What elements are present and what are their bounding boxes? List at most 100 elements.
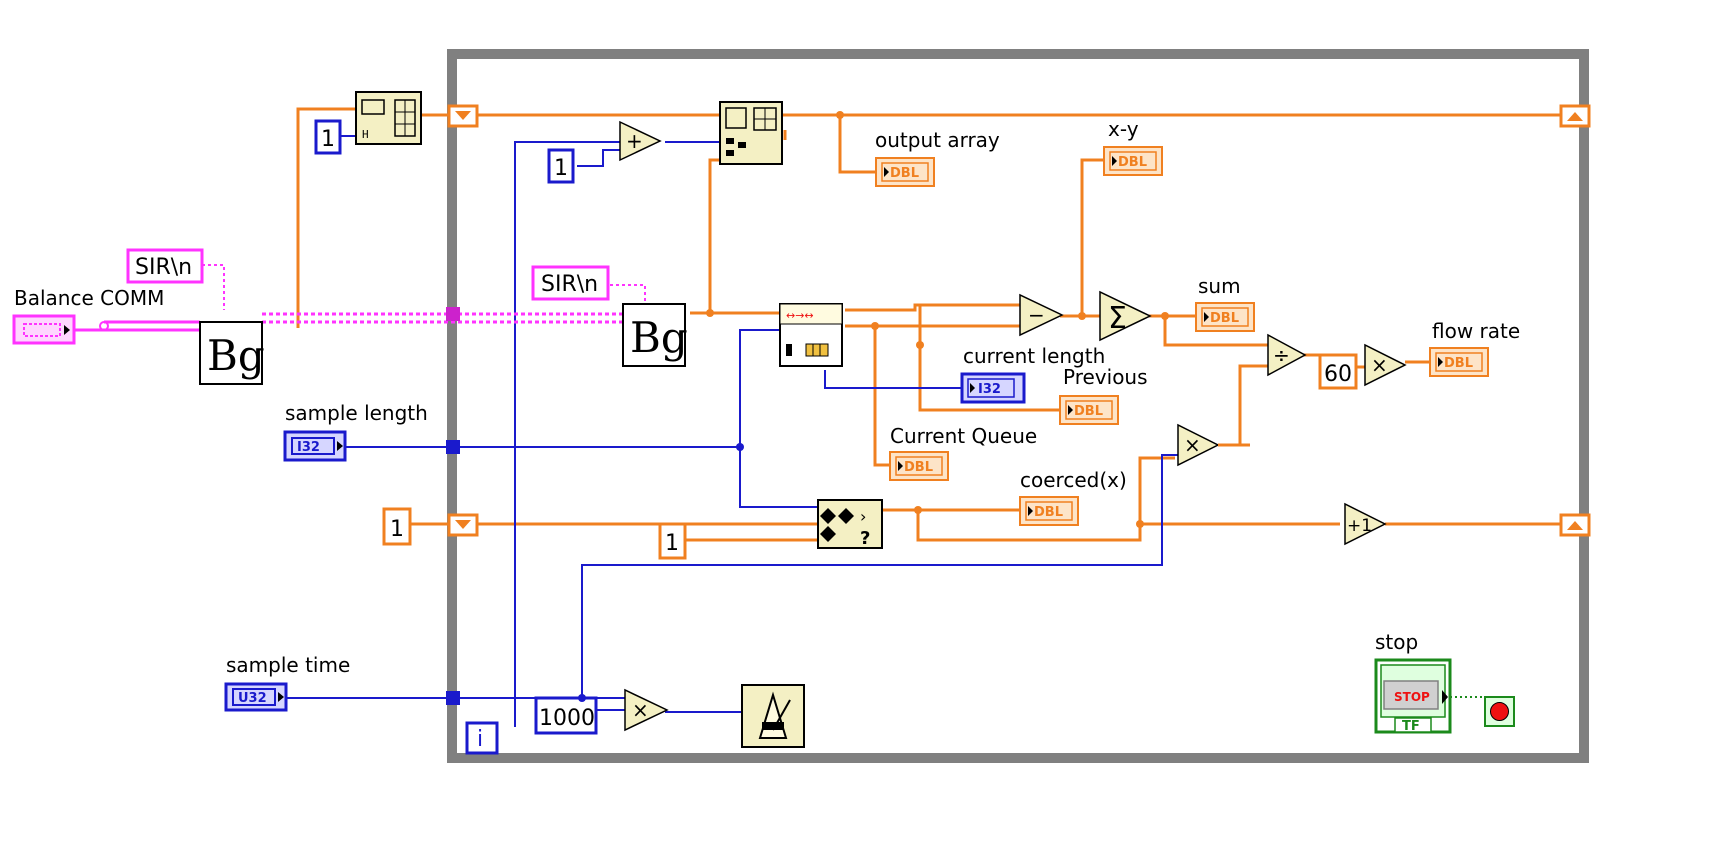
wire-to-output-array xyxy=(838,115,880,174)
x-y-indicator[interactable]: DBL xyxy=(1103,146,1163,176)
wire-length-to-coerce xyxy=(739,447,818,508)
in-range-coerce-node[interactable]: › ? xyxy=(817,499,883,549)
coerce-constant-value: 1 xyxy=(665,531,679,556)
ms-factor-constant[interactable]: 1000 xyxy=(534,696,598,735)
sir-constant-inner[interactable]: SIR\n xyxy=(531,265,610,301)
wire-time-to-mul xyxy=(581,454,1180,698)
tunnel-visa xyxy=(446,307,460,321)
increment-glyph: +1 xyxy=(1347,516,1372,536)
flow-rate-type: DBL xyxy=(1444,356,1473,371)
visa-read-icon: Bg xyxy=(630,313,688,362)
multiply-wait-function[interactable]: × xyxy=(624,688,669,732)
current-length-label: current length xyxy=(963,344,1105,368)
current-queue-indicator[interactable]: DBL xyxy=(889,451,949,481)
sum-array-function[interactable]: Σ xyxy=(1099,290,1152,342)
current-length-type: I32 xyxy=(978,382,1001,397)
sir-constant-outer[interactable]: SIR\n xyxy=(126,248,204,284)
visa-write-node-outer[interactable]: Bg xyxy=(199,321,265,385)
wire-to-previous xyxy=(918,305,1060,412)
multiply-time-glyph: × xyxy=(1184,433,1201,457)
seconds-per-minute-constant[interactable]: 60 xyxy=(1318,353,1358,390)
shift-register-right-top[interactable] xyxy=(1559,104,1591,128)
sample-time-label: sample time xyxy=(226,653,350,677)
balance-comm-control[interactable] xyxy=(12,314,76,345)
flow-rate-indicator[interactable]: DBL xyxy=(1429,347,1489,377)
sample-length-type: I32 xyxy=(297,440,320,455)
wire-mul-to-div xyxy=(1238,364,1268,447)
wire-sir-outer xyxy=(202,264,225,310)
coerce-constant[interactable]: 1 xyxy=(658,522,687,560)
sample-length-control[interactable]: I32 xyxy=(283,430,347,462)
current-queue-label: Current Queue xyxy=(890,424,1037,448)
shift-register-left-top[interactable] xyxy=(447,104,479,128)
sum-indicator[interactable]: DBL xyxy=(1195,302,1255,332)
init-length-constant[interactable]: 1 xyxy=(314,119,342,155)
output-array-indicator[interactable]: DBL xyxy=(875,157,935,187)
x-y-type: DBL xyxy=(1118,155,1147,170)
wire-length-to-queue xyxy=(739,329,785,447)
wire-junctions xyxy=(99,111,1169,702)
shift-register-right-bottom[interactable] xyxy=(1559,513,1591,537)
previous-type: DBL xyxy=(1074,404,1103,419)
initialize-array-node[interactable]: H xyxy=(355,91,422,145)
replace-array-subset-node[interactable] xyxy=(719,101,783,165)
current-length-indicator[interactable]: I32 xyxy=(960,372,1026,404)
previous-indicator[interactable]: DBL xyxy=(1059,395,1119,425)
coerced-x-label: coerced(x) xyxy=(1020,468,1127,492)
wire-sir-inner xyxy=(610,284,646,308)
stop-button-type: TF xyxy=(1402,719,1420,734)
init-length-value: 1 xyxy=(321,127,335,152)
sum-type: DBL xyxy=(1210,311,1239,326)
flow-rate-label: flow rate xyxy=(1432,319,1520,343)
while-loop[interactable] xyxy=(447,49,1589,763)
subtract-function[interactable]: − xyxy=(1019,293,1064,337)
balance-comm-label: Balance COMM xyxy=(14,286,164,310)
stop-button-text: STOP xyxy=(1394,690,1430,704)
coerced-x-indicator[interactable]: DBL xyxy=(1019,496,1079,526)
shift-init-constant[interactable]: 1 xyxy=(382,507,412,546)
stop-button-control[interactable]: STOP TF xyxy=(1374,658,1452,734)
sample-time-type: U32 xyxy=(238,691,267,706)
x-y-label: x-y xyxy=(1108,117,1139,141)
wait-until-next-ms-node[interactable] xyxy=(741,684,805,748)
add-function[interactable]: + xyxy=(619,120,662,162)
increment-value: 1 xyxy=(554,156,568,181)
coerced-x-type: DBL xyxy=(1034,505,1063,520)
init-array-icon: H xyxy=(362,128,369,141)
increment-function[interactable]: +1 xyxy=(1344,502,1387,546)
multiply-time-function[interactable]: × xyxy=(1177,423,1220,467)
shift-register-left-bottom[interactable] xyxy=(447,513,479,537)
previous-label: Previous xyxy=(1063,365,1148,389)
queue-node[interactable]: ↔→↔ xyxy=(779,303,843,367)
coerce-arrow: › xyxy=(860,507,866,526)
wire-queue-out-b xyxy=(845,303,1020,312)
wire-queue-to-curlen xyxy=(824,370,962,389)
tunnel-sample-length xyxy=(446,440,460,454)
visa-read-node-inner[interactable]: Bg xyxy=(622,303,688,367)
loop-condition-terminal[interactable] xyxy=(1484,696,1515,727)
iteration-terminal[interactable]: i xyxy=(465,721,499,755)
wire-incr-const xyxy=(577,149,625,167)
output-array-type: DBL xyxy=(890,166,919,181)
divide-function[interactable]: ÷ xyxy=(1267,333,1307,377)
queue-arrows-icon: ↔→↔ xyxy=(786,309,814,322)
sir-constant-inner-value: SIR\n xyxy=(541,272,598,297)
wire-iteration-to-add xyxy=(514,141,625,727)
sample-time-control[interactable]: U32 xyxy=(224,682,288,712)
blue-wires xyxy=(285,135,1180,727)
visa-write-icon: Bg xyxy=(207,331,265,380)
divide-glyph: ÷ xyxy=(1273,343,1290,367)
sum-label: sum xyxy=(1198,274,1241,298)
seconds-per-minute-value: 60 xyxy=(1324,362,1352,387)
sir-constant-outer-value: SIR\n xyxy=(135,255,192,280)
increment-constant[interactable]: 1 xyxy=(547,148,575,184)
iteration-value: i xyxy=(477,727,483,752)
sum-glyph: Σ xyxy=(1108,301,1127,336)
wire-coerce-out xyxy=(880,456,1175,542)
output-array-label: output array xyxy=(875,128,1000,152)
wire-length-to-init-array xyxy=(296,107,356,328)
multiply-flow-function[interactable]: × xyxy=(1364,343,1407,387)
current-queue-type: DBL xyxy=(904,460,933,475)
wire-to-xy xyxy=(1080,158,1105,316)
